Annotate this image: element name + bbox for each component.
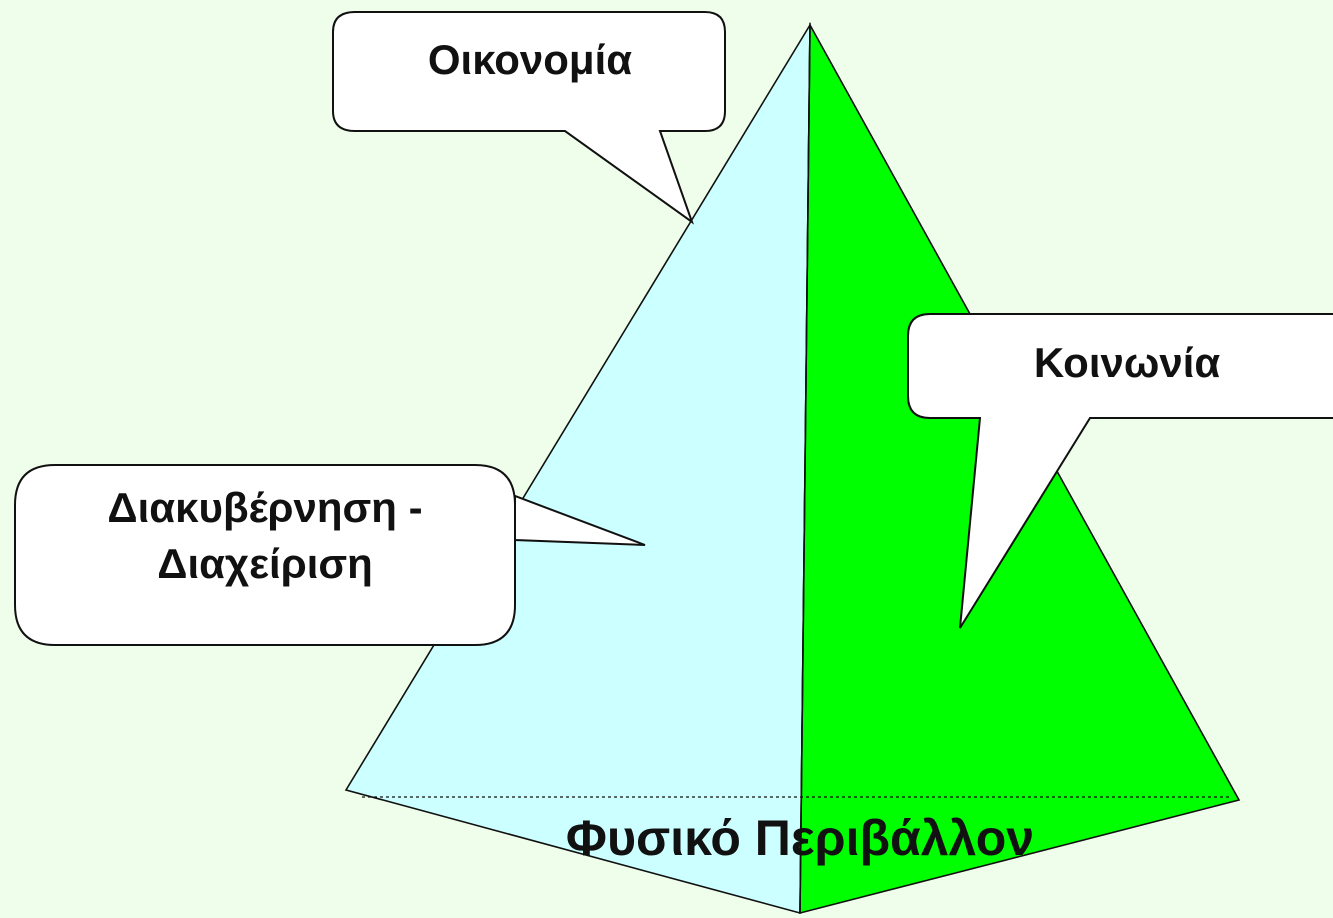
callout-governance-line2: Διαχείριση	[157, 540, 373, 587]
callout-society-bubble	[907, 313, 1333, 629]
callout-governance-bubble	[14, 464, 646, 646]
callout-governance-label: Διακυβέρνηση - Διαχείριση	[15, 480, 515, 592]
callout-society-label: Κοινωνία	[1033, 339, 1221, 386]
base-environment-label: Φυσικό Περιβάλλον	[565, 810, 1035, 866]
callout-economy-bubble	[332, 11, 726, 225]
callout-economy-label: Οικονομία	[427, 36, 633, 83]
pyramid-front-edge	[799, 24, 811, 914]
callout-governance-line1: Διακυβέρνηση -	[107, 484, 423, 531]
